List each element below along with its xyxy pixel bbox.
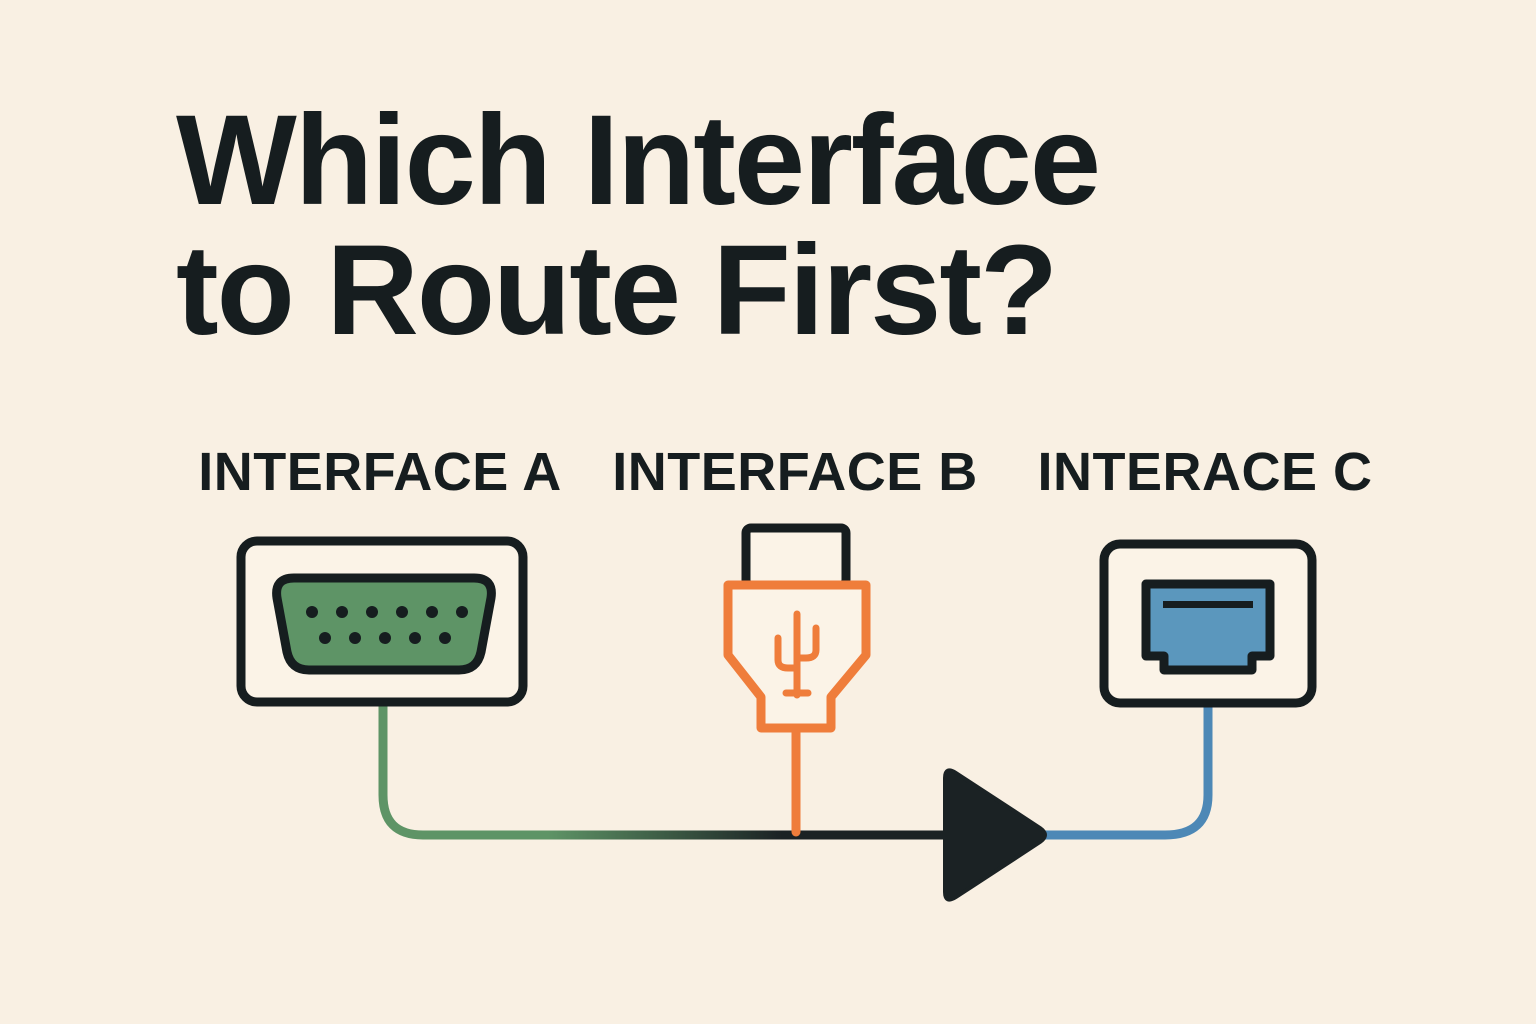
interface-a-port <box>236 536 528 707</box>
usb-plug-tip <box>741 523 851 590</box>
ethernet-port-icon <box>1141 579 1275 675</box>
title-line-2: to Route First? <box>176 219 1058 362</box>
interface-a-label: INTERFACE A <box>198 442 562 502</box>
interface-b-plug <box>723 523 871 733</box>
interface-c-port <box>1099 539 1317 708</box>
interface-b-label: INTERFACE B <box>612 442 978 502</box>
route-line-c <box>1040 700 1213 840</box>
interface-c-label: INTERACE C <box>1037 442 1373 502</box>
page-title: Which Interface to Route First? <box>176 89 1101 362</box>
ethernet-contact-bar <box>1163 601 1253 608</box>
title-line-1: Which Interface <box>176 89 1101 232</box>
route-line-a <box>378 700 955 840</box>
route-arrow-icon <box>943 768 1047 902</box>
route-lines <box>378 700 1213 902</box>
usb-symbol-icon <box>774 610 820 699</box>
serial-port-icon <box>272 573 496 675</box>
